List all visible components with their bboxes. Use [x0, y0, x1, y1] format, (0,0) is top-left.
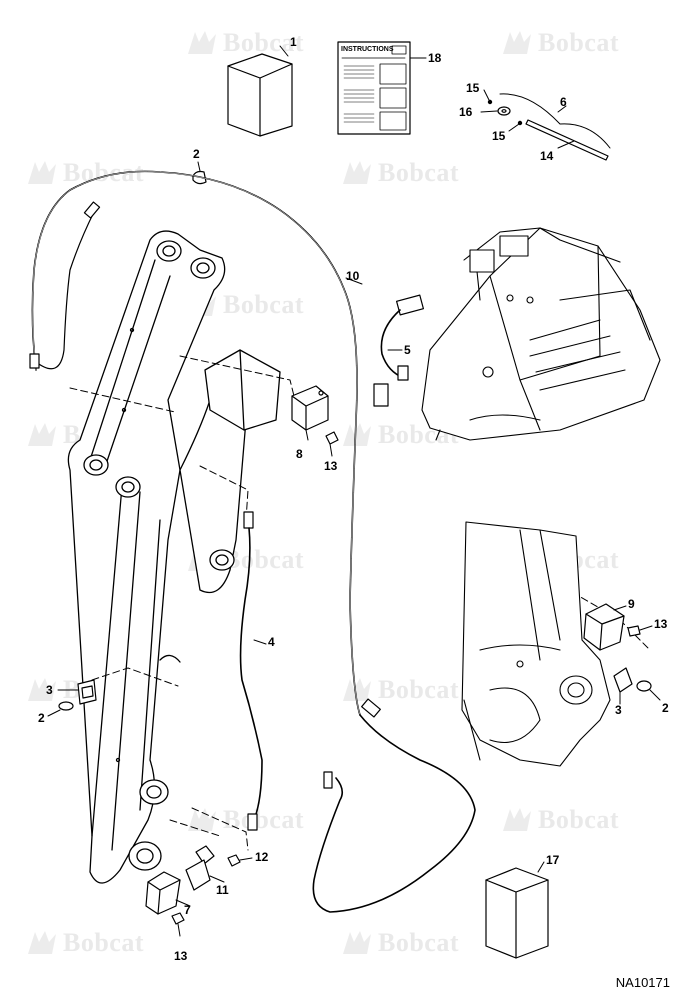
watermark-text: Bobcat: [223, 290, 304, 319]
bobcat-logo-icon: [503, 808, 531, 831]
bobcat-logo-icon: [28, 161, 56, 184]
boom-arm-structure: [67, 230, 281, 884]
long-harness-part: [29, 170, 476, 913]
bracket-part: [613, 667, 633, 705]
callout-13-bottom: 13: [174, 949, 188, 963]
module-part: [583, 603, 627, 651]
callout-11: 11: [216, 883, 229, 897]
bobcat-logo-icon: [188, 31, 216, 54]
callout-3-right: 3: [615, 703, 622, 717]
callout-8: 8: [296, 447, 303, 461]
bobcat-logo-icon: [28, 423, 56, 446]
watermark-logo: Bobcat: [25, 928, 144, 958]
callout-1: 1: [290, 35, 297, 49]
watermark-text: Bobcat: [538, 28, 619, 57]
bobcat-logo-icon: [188, 808, 216, 831]
callout-15-top: 15: [466, 81, 480, 95]
callout-3-left: 3: [46, 683, 53, 697]
pin-assembly-part: [480, 89, 611, 161]
callout-13-upper: 13: [324, 459, 338, 473]
watermark-logo: Bobcat: [340, 675, 459, 705]
watermark-text: Bobcat: [378, 675, 459, 704]
watermark-logo: Bobcat: [500, 805, 619, 835]
callout-9: 9: [628, 597, 635, 611]
callout-13-right: 13: [654, 617, 668, 631]
screw-part: [171, 854, 253, 937]
watermark-logo: Bobcat: [185, 805, 304, 835]
clip-part: [636, 680, 661, 701]
callout-2-right: 2: [662, 701, 669, 715]
callout-4: 4: [268, 635, 275, 649]
watermark-logo: Bobcat: [500, 28, 619, 58]
bobcat-logo-icon: [343, 678, 371, 701]
arm-cylinder-structure: [461, 521, 611, 767]
callout-2-left: 2: [38, 711, 45, 725]
sensor-part: [185, 845, 225, 891]
module-part: [145, 871, 191, 915]
callout-15-bottom: 15: [492, 129, 506, 143]
watermark-text: Bobcat: [378, 158, 459, 187]
screw-part: [325, 431, 339, 457]
callout-18: 18: [428, 51, 442, 65]
bracket-part: [57, 679, 97, 705]
callout-7: 7: [184, 903, 191, 917]
callout-16: 16: [459, 105, 473, 119]
clip-part: [192, 161, 207, 185]
bobcat-logo-icon: [343, 423, 371, 446]
bobcat-logo-icon: [343, 931, 371, 954]
machine-frame-structure: [421, 227, 661, 441]
kit-box-part: [485, 861, 549, 959]
watermark-text: Bobcat: [223, 805, 304, 834]
kit-box-part: [227, 45, 293, 137]
instruction-sheet-part: [337, 41, 427, 135]
figure-id: NA10171: [615, 975, 670, 990]
clip-part: [47, 701, 74, 717]
module-part: [291, 385, 329, 441]
watermark-text: Bobcat: [223, 28, 304, 57]
callout-10: 10: [346, 269, 360, 283]
callout-5: 5: [404, 343, 411, 357]
bobcat-logo-icon: [28, 931, 56, 954]
watermark-text: Bobcat: [223, 545, 304, 574]
screw-part: [627, 625, 653, 637]
watermark-text: Bobcat: [538, 805, 619, 834]
watermark-logo: Bobcat: [340, 158, 459, 188]
watermark-text: Bobcat: [63, 928, 144, 957]
bobcat-logo-icon: [503, 31, 531, 54]
callout-17: 17: [546, 853, 560, 867]
callout-14: 14: [540, 149, 554, 163]
callout-2-top: 2: [193, 147, 200, 161]
bobcat-logo-icon: [28, 678, 56, 701]
cab-harness-part: [373, 294, 425, 407]
callout-12: 12: [255, 850, 269, 864]
bobcat-logo-icon: [343, 161, 371, 184]
watermark-logo: Bobcat: [340, 928, 459, 958]
watermark-text: Bobcat: [378, 928, 459, 957]
instruction-sheet-title: INSTRUCTIONS: [341, 46, 394, 53]
short-harness-part: [239, 511, 267, 831]
watermark-logo: Bobcat: [185, 28, 304, 58]
callout-6: 6: [560, 95, 567, 109]
